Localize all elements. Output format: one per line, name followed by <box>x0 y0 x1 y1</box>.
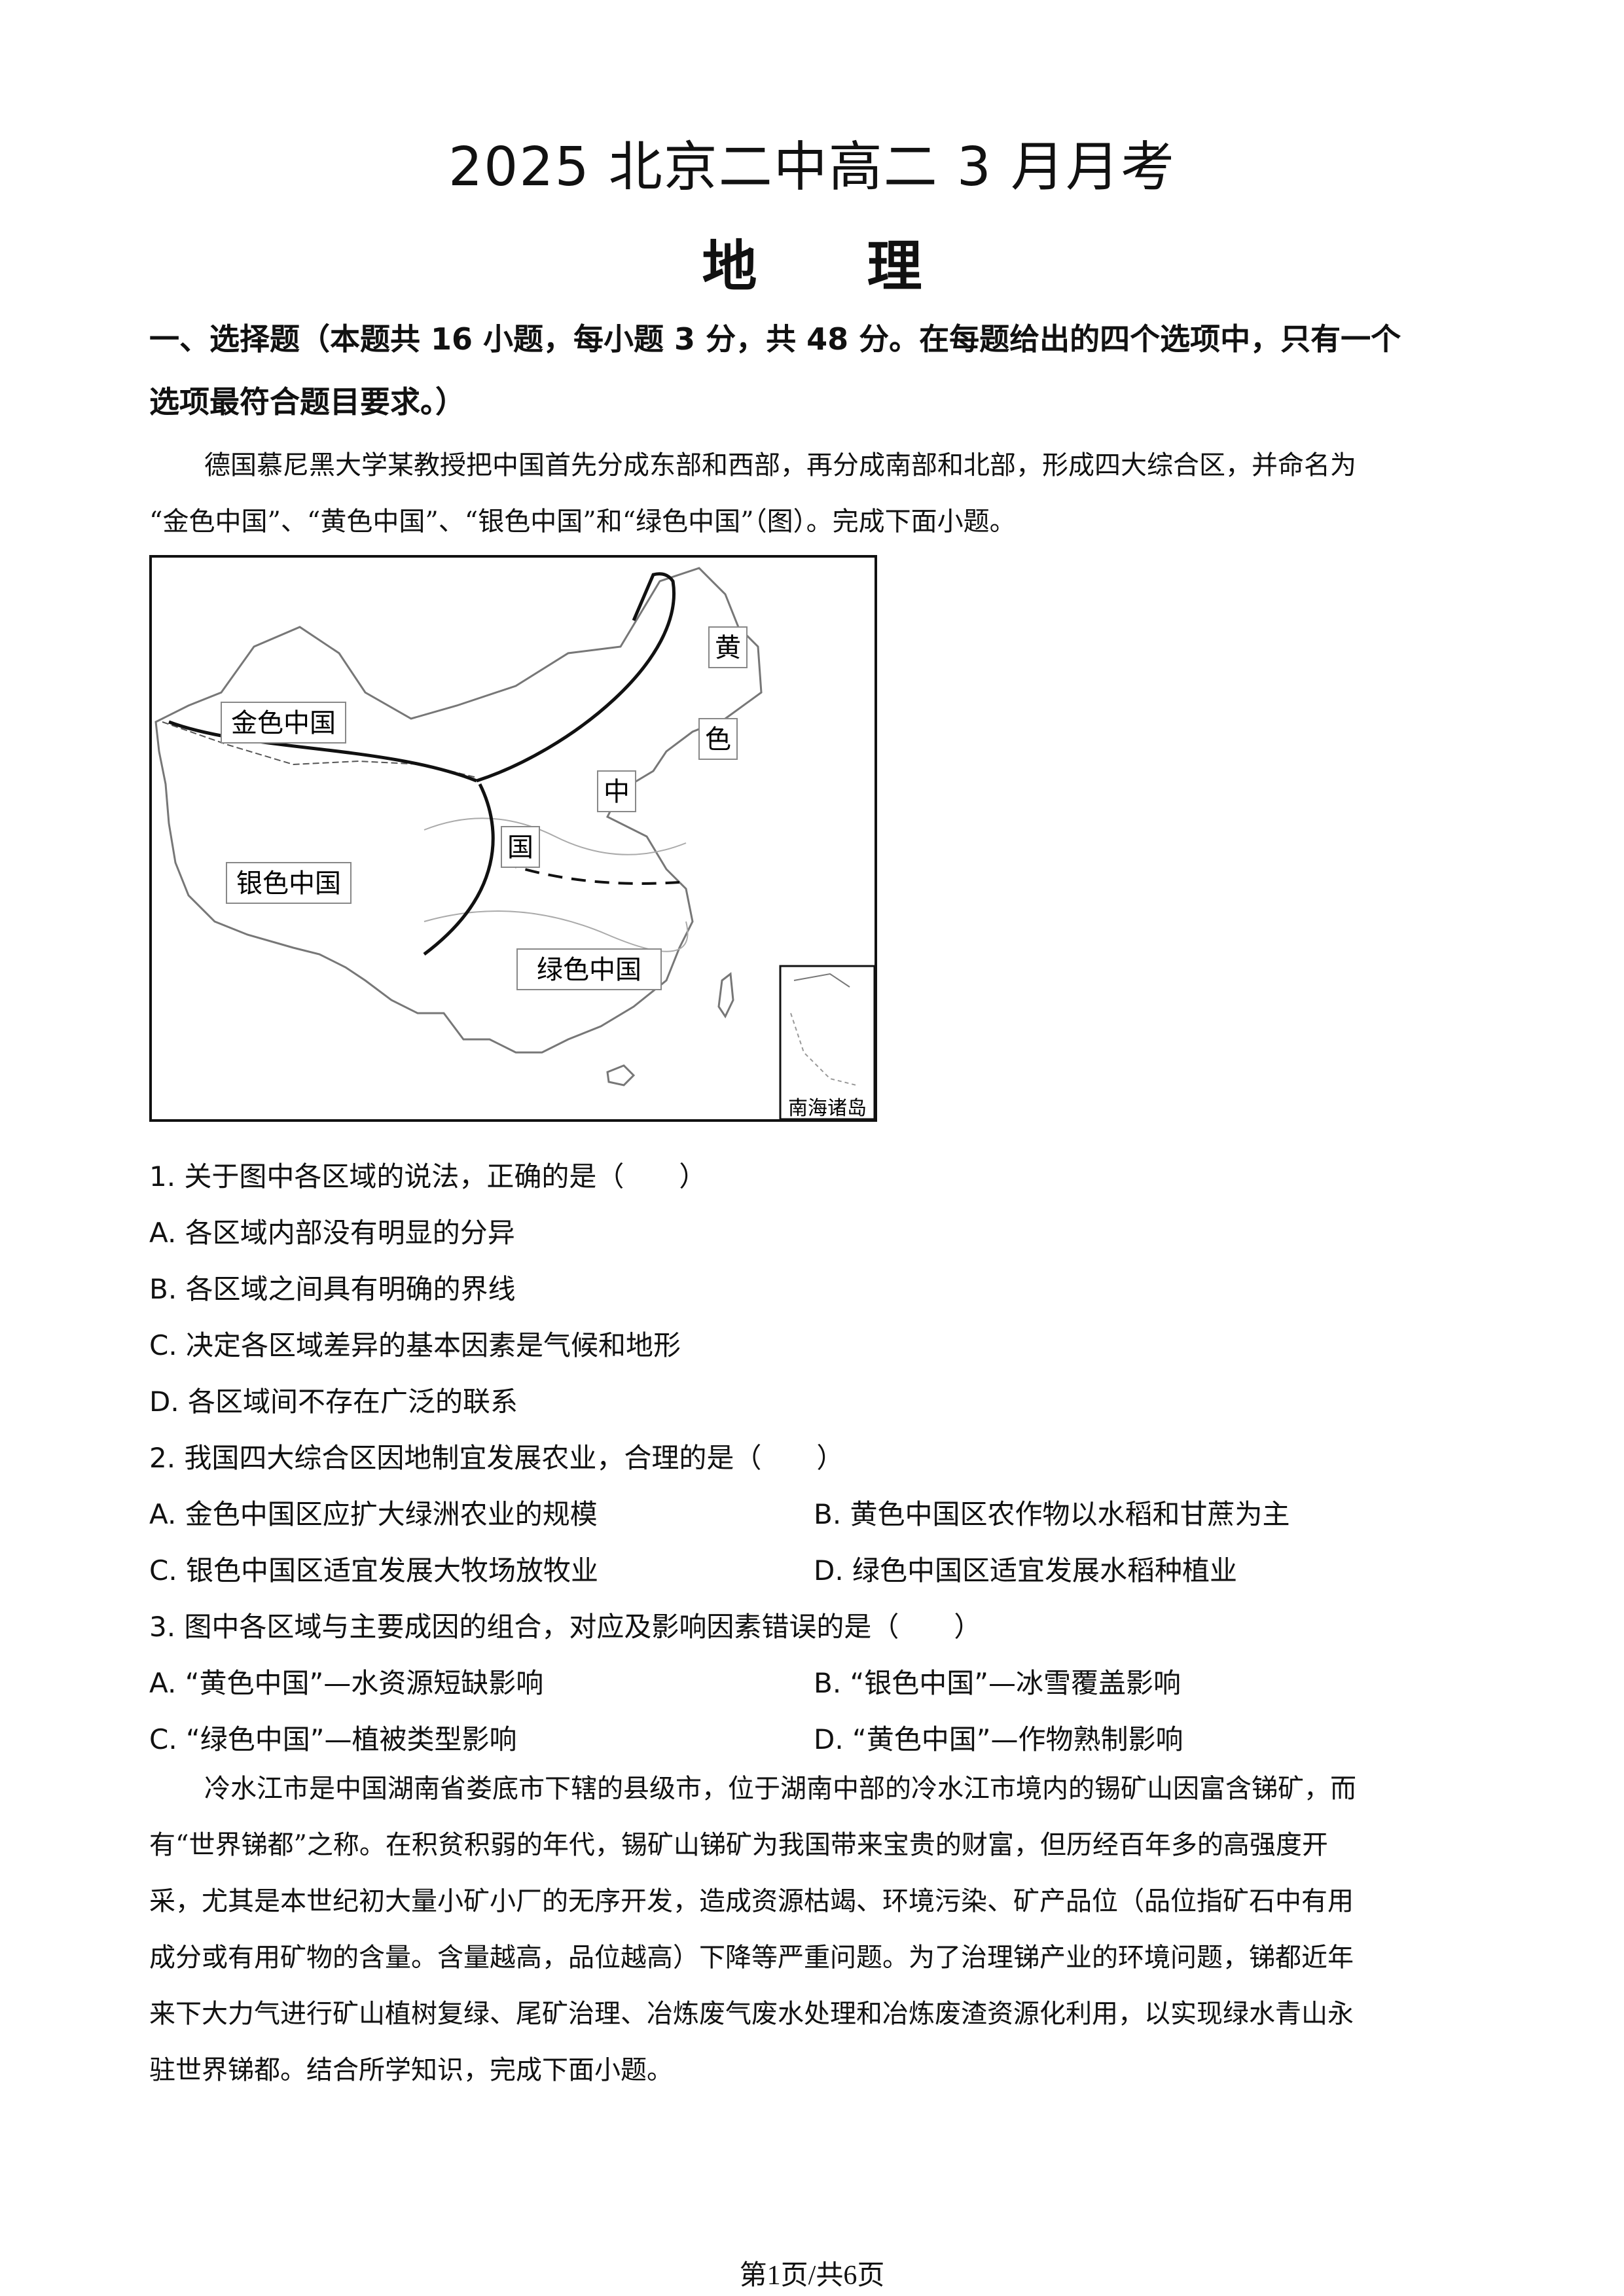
q1-stem: 1. 关于图中各区域的说法，正确的是（ ） <box>149 1160 707 1193</box>
q2-option-b: B. 黄色中国区农作物以水稻和甘蔗为主 <box>814 1498 1290 1530</box>
q2-option-a: A. 金色中国区应扩大绿洲农业的规模 <box>149 1498 598 1530</box>
questions-block: 1. 关于图中各区域的说法，正确的是（ ） A. 各区域内部没有明显的分异 B.… <box>149 1149 1485 1768</box>
q1-option-a: A. 各区域内部没有明显的分异 <box>149 1217 515 1249</box>
label-inset: 南海诸岛 <box>788 1097 867 1120</box>
china-outline <box>154 567 763 1054</box>
label-silver-china: 银色中国 <box>236 869 341 899</box>
exam-title: 2025 北京二中高二 3 月月考 <box>448 136 1176 198</box>
intro-2-line-6: 驻世界锑都。结合所学知识，完成下面小题。 <box>149 2055 673 2085</box>
label-yellow-char-1: 黄 <box>715 633 741 663</box>
q3-stem: 3. 图中各区域与主要成因的组合，对应及影响因素错误的是（ ） <box>149 1611 982 1643</box>
intro-passage-1: 德国慕尼黑大学某教授把中国首先分成东部和西部，再分成南部和北部，形成四大综合区，… <box>149 437 1485 550</box>
china-regions-map: 金色中国 银色中国 绿色中国 黄 色 中 国 南海诸岛 <box>149 555 877 1122</box>
q3-option-d: D. “黄色中国”—作物熟制影响 <box>814 1723 1183 1755</box>
intro-2-line-2: 有“世界锑都”之称。在积贫积弱的年代，锡矿山锑矿为我国带来宝贵的财富，但历经百年… <box>149 1830 1328 1860</box>
taiwan-island <box>717 972 734 1019</box>
q1-option-b: B. 各区域之间具有明确的界线 <box>149 1273 516 1305</box>
south-china-sea-inset <box>779 965 876 1121</box>
section-heading-line-2: 选项最符合题目要求。） <box>149 384 465 420</box>
page-footer: 第1页/共6页 <box>739 2261 885 2291</box>
boundary-qinling-huaihe <box>502 861 680 885</box>
label-yellow-char-4: 国 <box>507 833 533 863</box>
q1-option-c: C. 决定各区域差异的基本因素是气候和地形 <box>149 1329 681 1361</box>
q3-option-b: B. “银色中国”—冰雪覆盖影响 <box>814 1667 1182 1699</box>
label-green-china: 绿色中国 <box>537 955 641 985</box>
section-heading-line-1: 一、选择题（本题共 16 小题，每小题 3 分，共 48 分。在每题给出的四个选… <box>149 321 1401 357</box>
q2-stem: 2. 我国四大综合区因地制宜发展农业，合理的是（ ） <box>149 1442 844 1474</box>
hainan-island <box>606 1064 636 1086</box>
intro-passage-2: 冷水江市是中国湖南省娄底市下辖的县级市，位于湖南中部的冷水江市境内的锡矿山因富含… <box>149 1761 1485 2098</box>
q1-option-d: D. 各区域间不存在广泛的联系 <box>149 1386 518 1418</box>
q2-option-d: D. 绿色中国区适宜发展水稻种植业 <box>814 1554 1238 1587</box>
boundary-qinghai-tibet <box>423 783 495 956</box>
q3-option-a: A. “黄色中国”—水资源短缺影响 <box>149 1667 544 1699</box>
intro-2-line-5: 来下大力气进行矿山植树复绿、尾矿治理、冶炼废气废水处理和冶炼废渣资源化利用，以实… <box>149 1999 1354 2029</box>
label-gold-china: 金色中国 <box>231 708 336 738</box>
intro-1-line-1: 德国慕尼黑大学某教授把中国首先分成东部和西部，再分成南部和北部，形成四大综合区，… <box>204 450 1356 480</box>
intro-2-line-4: 成分或有用矿物的含量。含量越高，品位越高）下降等严重问题。为了治理锑产业的环境问… <box>149 1943 1354 1973</box>
intro-2-line-1: 冷水江市是中国湖南省娄底市下辖的县级市，位于湖南中部的冷水江市境内的锡矿山因富含… <box>204 1774 1356 1804</box>
q3-option-c: C. “绿色中国”—植被类型影响 <box>149 1723 517 1755</box>
q2-option-c: C. 银色中国区适宜发展大牧场放牧业 <box>149 1554 599 1587</box>
intro-2-line-3: 采，尤其是本世纪初大量小矿小厂的无序开发，造成资源枯竭、环境污染、矿产品位（品位… <box>149 1886 1354 1916</box>
boundary-west-north <box>168 720 477 783</box>
label-yellow-char-2: 色 <box>705 725 731 755</box>
boundary-north-east <box>476 572 676 783</box>
label-yellow-char-3: 中 <box>604 777 630 807</box>
section-heading: 一、选择题（本题共 16 小题，每小题 3 分，共 48 分。在每题给出的四个选… <box>149 308 1485 433</box>
subject-title: 地 理 <box>702 234 922 298</box>
intro-1-line-2: “金色中国”、“黄色中国”、“银色中国”和“绿色中国”（图）。完成下面小题。 <box>149 507 1016 537</box>
